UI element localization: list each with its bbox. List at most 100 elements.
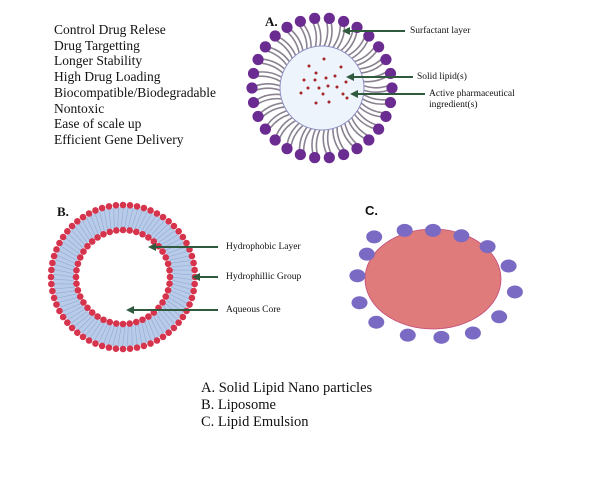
surfactant-tail <box>351 117 369 137</box>
lipid-tail <box>54 273 74 278</box>
drug-molecule <box>306 86 310 90</box>
surfactant-head <box>338 148 350 161</box>
surfactant-head <box>281 143 293 155</box>
outer-hydrophilic-head <box>74 329 81 336</box>
surfactant-head <box>269 134 281 146</box>
lipid-emulsion <box>349 223 523 344</box>
inner-hydrophilic-head <box>159 248 166 255</box>
surfactant-head <box>252 53 264 66</box>
emulsifier-molecule <box>453 229 470 243</box>
lipid-tail <box>134 325 138 345</box>
inner-hydrophilic-head <box>119 226 127 234</box>
lipid-tail <box>138 212 148 230</box>
surfactant-head <box>294 15 306 28</box>
hydrophobic-layer-label: Hydrophobic Layer <box>226 242 301 252</box>
outer-hydrophilic-head <box>59 233 67 241</box>
outer-hydrophilic-head <box>79 213 87 221</box>
lipid-tail <box>68 234 83 248</box>
lipid-tail <box>138 324 142 344</box>
surfactant-tail <box>363 89 389 93</box>
surfactant-tail <box>278 119 296 139</box>
outer-hydrophilic-head <box>49 287 56 295</box>
drug-molecule <box>326 84 330 88</box>
lipid-tail <box>170 290 189 299</box>
emulsifier-molecule <box>506 285 523 299</box>
lipid-tail <box>78 223 90 241</box>
drug-molecule <box>327 100 331 104</box>
lipid-tail <box>171 260 191 264</box>
inner-hydrophilic-head <box>132 318 140 326</box>
outer-hydrophilic-head <box>85 210 93 217</box>
surfactant-tail <box>332 24 342 48</box>
surfactant-tail <box>316 21 322 47</box>
outer-hydrophilic-head <box>79 333 87 341</box>
surfactant-layer-label: Surfactant layer <box>410 26 471 36</box>
lipid-tail <box>117 326 122 346</box>
lipid-tail <box>68 308 85 320</box>
lipid-tail <box>98 324 108 342</box>
lipid-tail <box>108 326 115 345</box>
emulsifier-molecule <box>396 223 413 237</box>
surfactant-tail <box>360 102 384 114</box>
outer-hydrophilic-head <box>74 218 81 225</box>
outer-hydrophilic-head <box>190 287 197 295</box>
surfactant-head <box>386 82 398 94</box>
inner-hydrophilic-head <box>145 313 152 320</box>
lipid-tail <box>127 208 134 228</box>
api-label-line1: Active pharmaceutical <box>429 89 515 99</box>
surfactant-tail <box>336 25 346 50</box>
surfactant-tail <box>275 39 293 59</box>
inner-hydrophilic-head <box>100 230 107 238</box>
surfactant-tail <box>359 58 382 70</box>
lipid-tail <box>90 215 99 234</box>
outer-hydrophilic-head <box>140 204 148 212</box>
lipid-tail <box>54 278 74 281</box>
hydrophilic-group-label: Hydrophillic Group <box>226 272 302 282</box>
figure-legend: A. Solid Lipid Nano particles B. Liposom… <box>201 380 372 431</box>
lipid-tail <box>108 209 112 229</box>
inner-hydrophilic-head <box>94 234 101 241</box>
outer-hydrophilic-head <box>53 246 60 253</box>
outer-hydrophilic-head <box>47 273 55 281</box>
outer-hydrophilic-head <box>175 319 182 326</box>
outer-hydrophilic-head <box>133 203 141 210</box>
lipid-tail <box>71 230 85 246</box>
lipid-tail <box>161 234 178 246</box>
surfactant-tail <box>332 128 341 152</box>
surfactant-head <box>363 30 375 42</box>
surfactant-tail <box>260 102 283 114</box>
outer-hydrophilic-head <box>85 337 93 344</box>
outer-hydrophilic-head <box>153 210 161 217</box>
lipid-tail <box>153 316 164 334</box>
surfactant-tail <box>286 31 300 53</box>
inner-hydrophilic-head <box>126 320 133 327</box>
inner-hydrophilic-head <box>73 280 80 287</box>
emulsifier-molecule <box>358 247 375 261</box>
surfactant-tail <box>257 97 282 105</box>
surfactant-tail <box>351 40 369 59</box>
lipid-tail <box>124 208 129 228</box>
surfactant-tail <box>275 117 293 136</box>
inner-hydrophilic-head <box>119 320 127 328</box>
surfactant-tail <box>322 129 328 155</box>
surfactant-tail <box>362 98 387 105</box>
surfactant-tail <box>340 125 354 147</box>
solid-lipid-nanoparticle <box>246 12 398 164</box>
surfactant-tail <box>266 110 287 126</box>
outer-hydrophilic-head <box>68 222 76 230</box>
lipid-tail <box>147 320 156 339</box>
legend-item-c: C. Lipid Emulsion <box>201 414 309 430</box>
inner-hydrophilic-head <box>100 316 107 324</box>
drug-molecule <box>345 96 349 100</box>
surfactant-head <box>259 41 271 53</box>
outer-hydrophilic-head <box>140 342 148 350</box>
lipid-tail <box>90 321 102 338</box>
outer-hydrophilic-head <box>179 233 187 241</box>
emulsifier-molecule <box>368 315 385 329</box>
drug-molecule <box>313 78 317 82</box>
surfactant-head <box>384 96 397 109</box>
lipid-tail <box>120 207 124 228</box>
inner-hydrophilic-head <box>72 273 80 281</box>
surfactant-tail <box>356 110 377 126</box>
surfactant-head <box>373 41 385 53</box>
